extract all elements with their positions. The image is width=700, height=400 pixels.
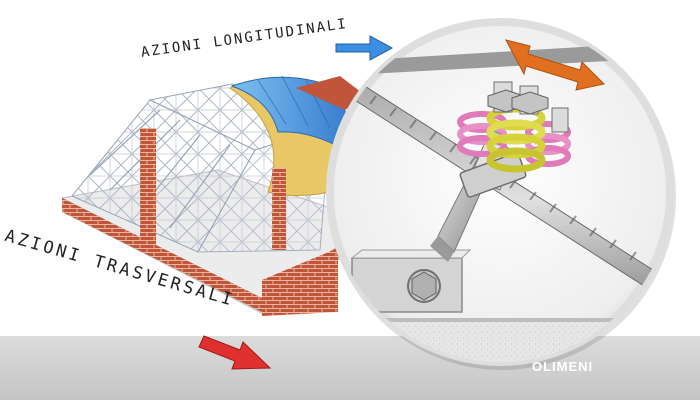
brick-pillar-center [272, 168, 286, 250]
transversal-arrow-icon [198, 335, 272, 370]
longitudinal-arrow-icon [335, 35, 394, 61]
spring-pink [457, 111, 571, 167]
detail-movement-arrow-icon [505, 39, 606, 91]
brick-pillar-left [140, 128, 156, 246]
roof-tiles [296, 76, 366, 110]
floor-band [0, 336, 700, 400]
brand-logo: OLIMENI [532, 359, 594, 374]
brick-wall-front [62, 198, 262, 312]
building-model [60, 75, 374, 316]
top-nuts [487, 81, 569, 133]
brick-wall-corner [262, 248, 338, 316]
